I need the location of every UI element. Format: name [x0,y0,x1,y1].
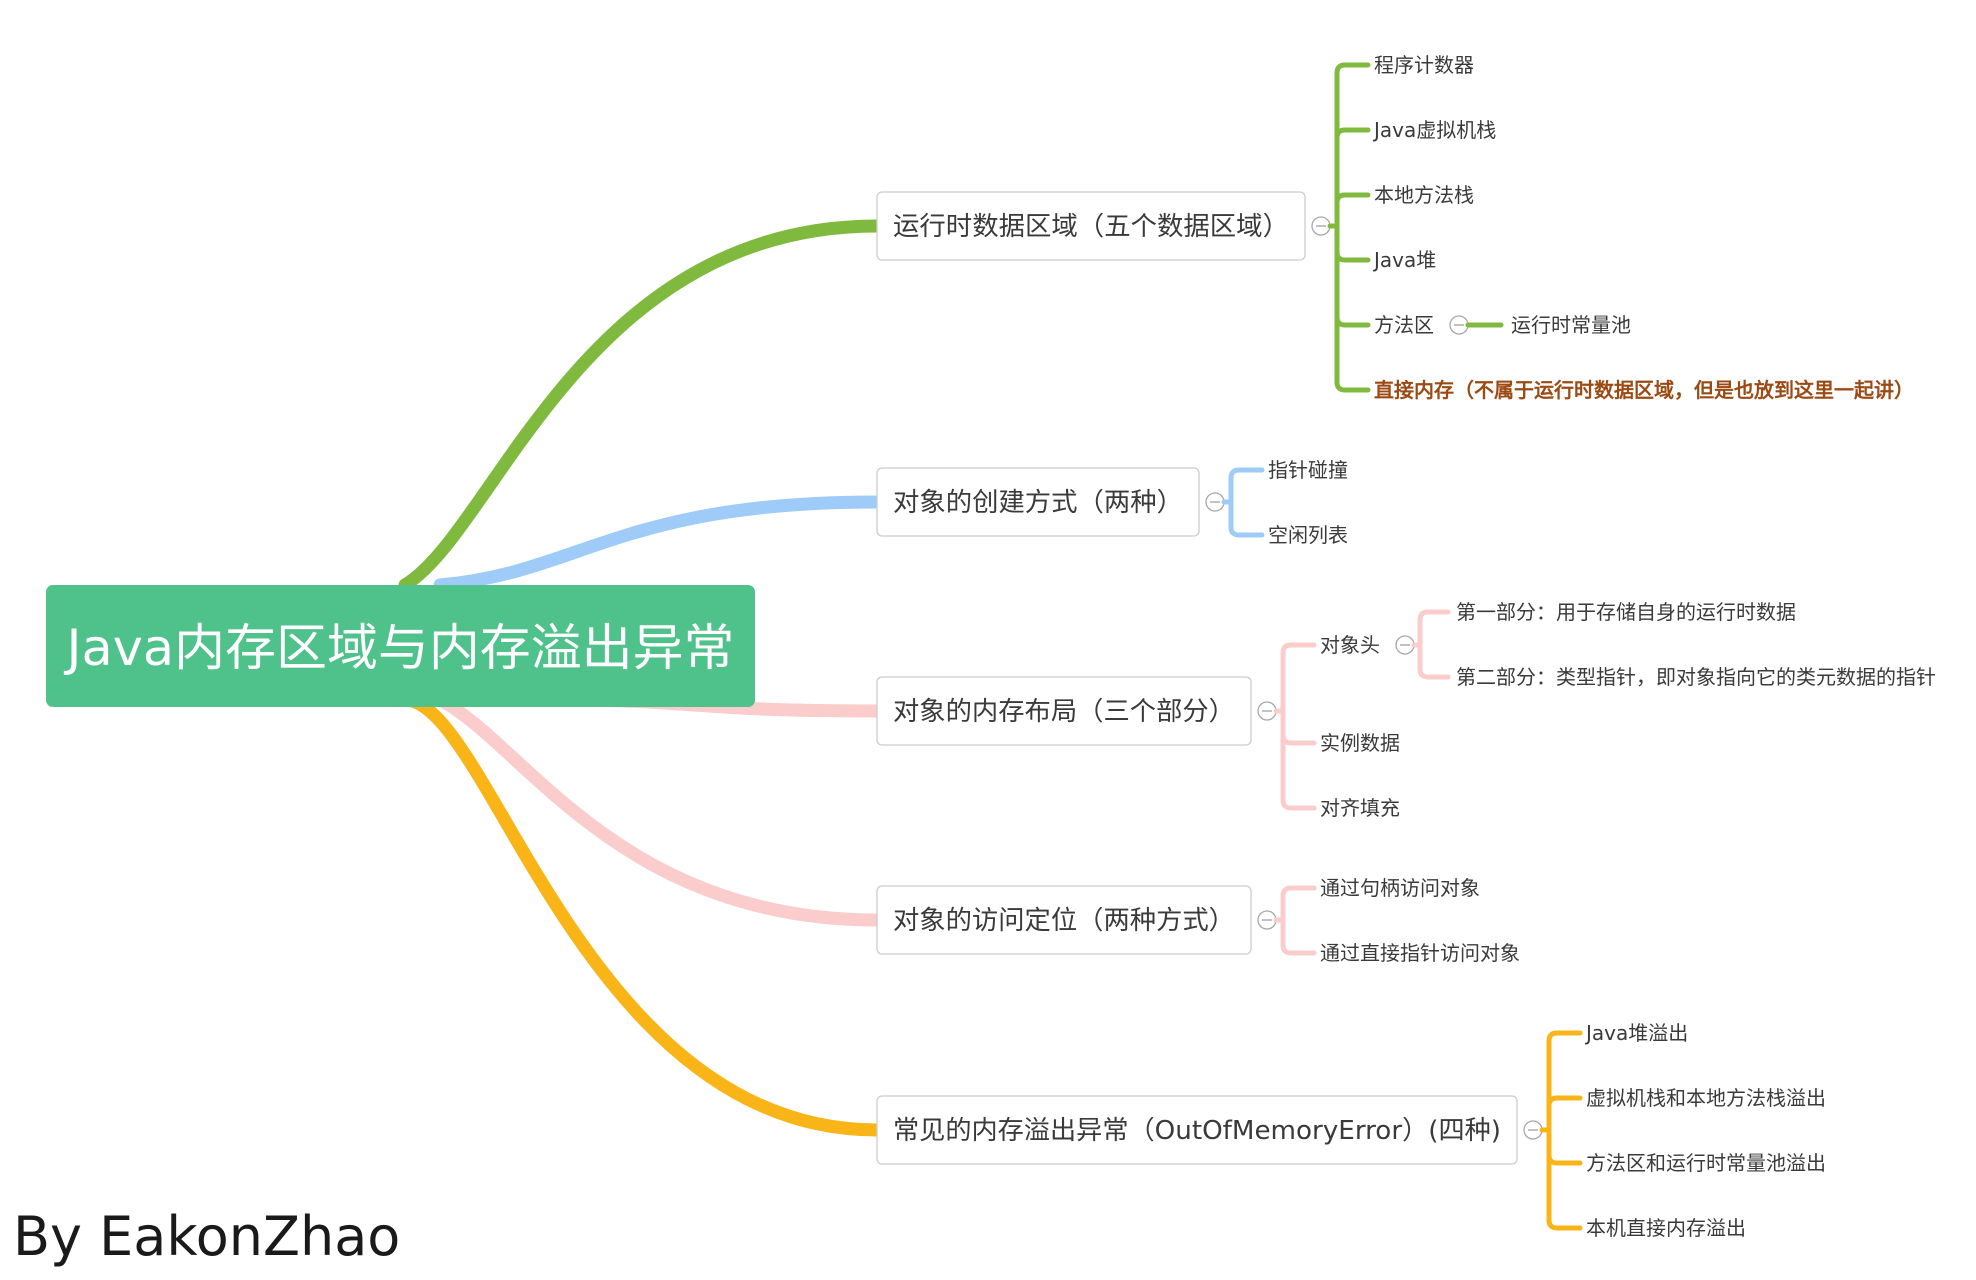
leaf-direct-memory[interactable]: 直接内存（不属于运行时数据区域，但是也放到这里一起讲） [1374,378,1914,402]
leaf-handle-access[interactable]: 通过句柄访问对象 [1320,876,1480,900]
leaf-connector [1334,192,1371,206]
branch-oom-exceptions-collapse-icon[interactable] [1523,1120,1543,1140]
branch-object-layout[interactable]: 对象的内存布局（三个部分） [876,676,1252,746]
leaf-connector [1334,127,1371,141]
connector-branch-object-access [398,683,884,927]
leaf-header-part-two[interactable]: 第二部分：类型指针，即对象指向它的类元数据的指针 [1456,665,1936,689]
leaf-java-heap-overflow[interactable]: Java堆溢出 [1584,1021,1688,1045]
root-topic[interactable]: Java内存区域与内存溢出异常 [46,585,755,707]
leaf-instance-data[interactable]: 实例数据 [1320,731,1400,755]
leaf-java-vm-stack[interactable]: Java虚拟机栈 [1372,118,1496,142]
leaf-program-counter[interactable]: 程序计数器 [1374,53,1474,77]
leaf-connector [1546,1152,1583,1166]
author-signature: By EakonZhao [13,1205,401,1268]
branch-object-access-collapse-icon[interactable] [1257,910,1277,930]
connector-branch-runtime-data-areas [398,219,884,592]
leaf-runtime-constant-pool[interactable]: 运行时常量池 [1511,313,1631,337]
branch-object-layout-collapse-icon[interactable] [1257,701,1277,721]
leaf-method-area[interactable]: 方法区 [1374,313,1434,337]
branch-oom-exceptions[interactable]: 常见的内存溢出异常（OutOfMemoryError）(四种) [876,1095,1518,1165]
leaf-native-method-stack[interactable]: 本地方法栈 [1374,183,1474,207]
branch-oom-exceptions-label: 常见的内存溢出异常（OutOfMemoryError）(四种) [893,1116,1501,1146]
leaf-connector [1228,467,1265,481]
leaf-connector [1334,314,1371,328]
branch-runtime-data-areas-collapse-icon[interactable] [1311,216,1331,236]
leaf-connector [1334,249,1371,263]
leaf-padding[interactable]: 对齐填充 [1320,796,1400,820]
leaf-direct-memory-overflow[interactable]: 本机直接内存溢出 [1586,1216,1746,1240]
leaf-connector [1280,732,1317,746]
object-header-collapse-icon[interactable] [1395,635,1415,655]
leaf-vm-stack-overflow[interactable]: 虚拟机栈和本地方法栈溢出 [1586,1086,1826,1110]
branch-object-creation-collapse-icon[interactable] [1205,492,1225,512]
root-topic-label: Java内存区域与内存溢出异常 [63,619,734,677]
leaf-pointer-bump[interactable]: 指针碰撞 [1268,458,1348,482]
method-area-collapse-icon[interactable] [1449,315,1469,335]
connector-branch-oom-exceptions [398,693,884,1137]
branch-object-access-label: 对象的访问定位（两种方式） [893,906,1235,936]
leaf-header-part-one[interactable]: 第一部分：用于存储自身的运行时数据 [1456,600,1796,624]
branch-object-creation[interactable]: 对象的创建方式（两种） [876,467,1200,537]
branch-object-access[interactable]: 对象的访问定位（两种方式） [876,885,1252,955]
leaf-object-header[interactable]: 对象头 [1320,633,1380,657]
branch-object-creation-label: 对象的创建方式（两种） [893,488,1183,518]
leaf-connector [1280,885,1317,899]
branch-runtime-data-areas[interactable]: 运行时数据区域（五个数据区域） [876,191,1306,261]
leaf-connector [1280,942,1317,956]
leaf-free-list[interactable]: 空闲列表 [1268,523,1348,547]
branch-object-layout-label: 对象的内存布局（三个部分） [893,697,1235,727]
connector-branch-object-creation [433,495,884,592]
leaf-connector [1280,642,1317,656]
leaf-connector [1334,62,1371,76]
leaf-connector [1417,666,1451,680]
leaf-connector [1546,1095,1583,1109]
leaf-method-area-overflow[interactable]: 方法区和运行时常量池溢出 [1586,1151,1826,1175]
leaf-connector [1546,1217,1583,1231]
leaf-java-heap[interactable]: Java堆 [1372,248,1436,272]
leaf-direct-pointer-access[interactable]: 通过直接指针访问对象 [1320,941,1520,965]
leaf-connector [1334,379,1371,393]
branch-runtime-data-areas-label: 运行时数据区域（五个数据区域） [893,212,1289,242]
leaf-connector [1228,524,1265,538]
leaf-connector [1546,1030,1583,1044]
leaf-connector [1417,609,1451,623]
leaf-connector [1280,797,1317,811]
